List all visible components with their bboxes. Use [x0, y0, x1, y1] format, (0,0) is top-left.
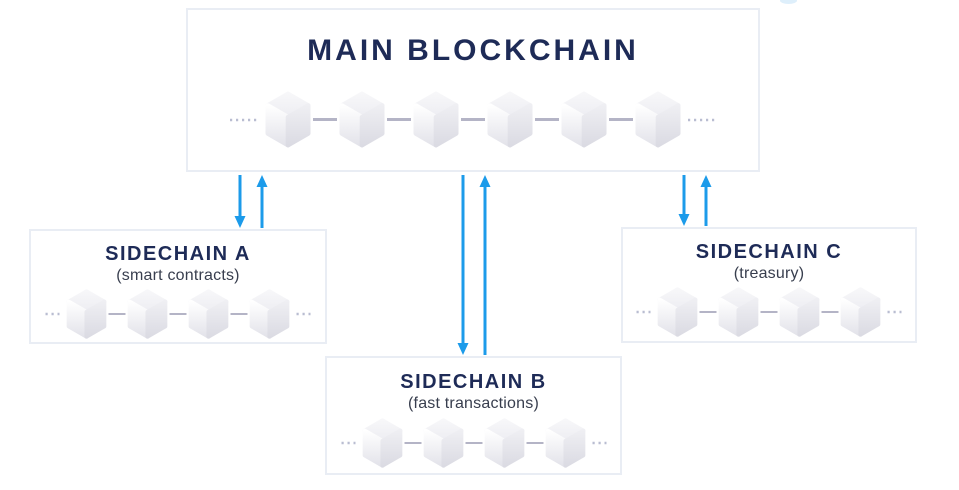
block-connector — [313, 118, 337, 121]
block-connector — [387, 118, 411, 121]
chain-dots-icon — [230, 118, 258, 121]
block-cube-icon — [127, 289, 168, 339]
sidechain-b-subtitle: (fast transactions) — [408, 395, 539, 412]
block-cube-icon — [423, 418, 463, 468]
block-connector — [461, 118, 485, 121]
block-cube-icon — [66, 289, 107, 339]
block-cube-icon — [484, 418, 524, 468]
chain-dots-icon — [887, 310, 902, 314]
block-connector — [760, 310, 778, 314]
sidechain-a-title: SIDECHAIN A — [105, 243, 251, 265]
block-connector — [535, 118, 559, 121]
sidechain-c-box: SIDECHAIN C (treasury) — [621, 227, 917, 343]
cropped-circle-artifact — [780, 0, 797, 4]
chain-dots-icon — [296, 312, 311, 316]
block-cube-icon — [779, 287, 820, 337]
arrow-up-c-to-main-icon — [700, 175, 712, 226]
sidechain-a-subtitle: (smart contracts) — [116, 267, 240, 284]
sidechain-b-header: SIDECHAIN B (fast transactions) — [327, 370, 620, 414]
arrow-up-b-to-main-icon — [479, 175, 491, 355]
block-connector — [230, 312, 248, 316]
sidechain-a-box: SIDECHAIN A (smart contracts) — [29, 229, 327, 344]
main-blockchain-box: MAIN BLOCKCHAIN — [186, 8, 760, 172]
block-cube-icon — [487, 91, 533, 148]
main-block-chain — [225, 90, 721, 149]
block-connector — [609, 118, 633, 121]
block-connector — [404, 441, 421, 445]
chain-dots-icon — [341, 441, 355, 445]
sidechain-c-header: SIDECHAIN C (treasury) — [623, 240, 915, 284]
block-cube-icon — [840, 287, 881, 337]
sidechain-b-title: SIDECHAIN B — [400, 371, 547, 393]
block-cube-icon — [545, 418, 585, 468]
block-connector — [169, 312, 187, 316]
block-connector — [821, 310, 839, 314]
sidechain-b-box: SIDECHAIN B (fast transactions) — [325, 356, 622, 475]
block-connector — [699, 310, 717, 314]
block-cube-icon — [635, 91, 681, 148]
block-cube-icon — [188, 289, 229, 339]
main-blockchain-title: MAIN BLOCKCHAIN — [307, 34, 639, 67]
block-connector — [465, 441, 482, 445]
block-connector — [526, 441, 543, 445]
block-cube-icon — [561, 91, 607, 148]
sidechain-a-header: SIDECHAIN A (smart contracts) — [31, 242, 325, 286]
chain-dots-icon — [592, 441, 606, 445]
arrow-up-a-to-main-icon — [256, 175, 268, 228]
block-cube-icon — [413, 91, 459, 148]
block-connector — [108, 312, 126, 316]
sidechain-c-block-chain — [632, 286, 907, 338]
block-cube-icon — [265, 91, 311, 148]
chain-dots-icon — [45, 312, 60, 316]
arrow-down-main-to-c-icon — [678, 175, 690, 226]
block-cube-icon — [362, 418, 402, 468]
sidechain-c-title: SIDECHAIN C — [695, 241, 843, 263]
sidechain-a-block-chain — [41, 288, 316, 340]
sidechain-b-block-chain — [336, 417, 611, 469]
chain-dots-icon — [688, 118, 716, 121]
block-cube-icon — [249, 289, 290, 339]
chain-dots-icon — [636, 310, 651, 314]
sidechain-c-subtitle: (treasury) — [733, 265, 805, 282]
block-cube-icon — [657, 287, 698, 337]
arrow-down-main-to-a-icon — [234, 175, 246, 228]
block-cube-icon — [339, 91, 385, 148]
arrow-down-main-to-b-icon — [457, 175, 469, 355]
block-cube-icon — [718, 287, 759, 337]
